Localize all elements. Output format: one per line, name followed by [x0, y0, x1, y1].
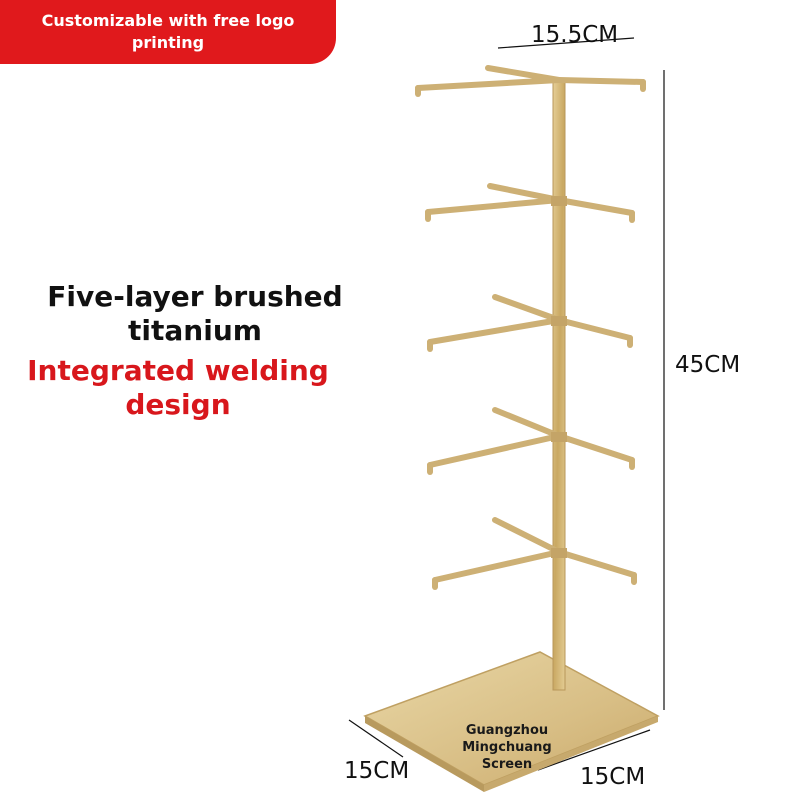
brand-watermark: Guangzhou Mingchuang Screen [442, 722, 572, 773]
headline-accent-line-1: Integrated welding [27, 354, 329, 387]
stand-base-edge-right [484, 716, 658, 792]
headline-accent: Integrated welding design [0, 354, 356, 422]
headline-accent-line-2: design [125, 388, 231, 421]
dimension-line-top [497, 37, 635, 49]
brand-line-2: Mingchuang [462, 740, 552, 755]
dimension-line-width [537, 729, 651, 771]
tier-2 [425, 183, 635, 223]
stand-pole [552, 77, 566, 691]
tier-1 [415, 65, 646, 97]
brand-line-1: Guangzhou [465, 723, 549, 738]
brand-line-3: Screen [481, 757, 533, 772]
headline-line-1: Five-layer brushed [47, 280, 343, 313]
tier-5 [432, 517, 637, 590]
promo-banner-text: Customizable with free logo printing [41, 11, 295, 52]
headline-main: Five-layer brushed titanium [0, 280, 390, 348]
dim-label-base-width: 15CM [580, 764, 646, 790]
tier-3 [427, 294, 633, 352]
stand-base-edge-left [365, 716, 484, 792]
dim-label-base-depth: 15CM [344, 758, 410, 784]
pole-collars [551, 196, 567, 558]
stand-arms [415, 65, 646, 590]
tier-4 [427, 407, 635, 475]
dimension-line-depth [348, 719, 404, 758]
dim-label-top-width: 15.5CM [531, 22, 619, 48]
dimension-lines [348, 37, 665, 771]
dim-label-height: 45CM [675, 352, 741, 378]
promo-banner: Customizable with free logo printing [0, 0, 336, 64]
headline-line-2: titanium [128, 314, 262, 347]
